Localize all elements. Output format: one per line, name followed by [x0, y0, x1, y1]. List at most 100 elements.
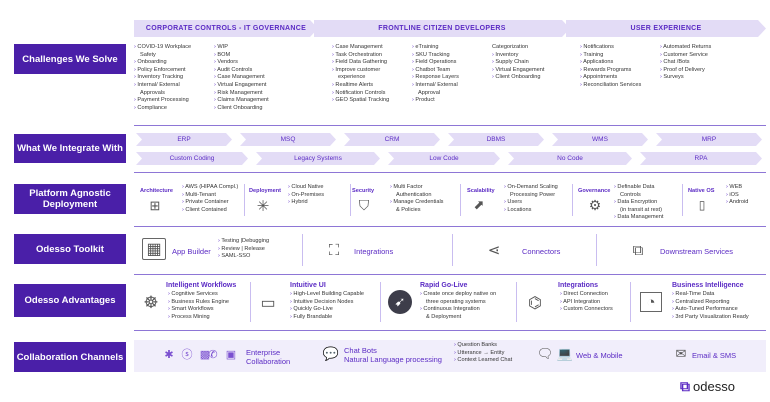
governance-title: Governance	[578, 188, 611, 194]
bi-list: Real-Time DataCentralized ReportingAuto-…	[672, 291, 749, 321]
app-builder-list: Testing |DebuggingReview | ReleaseSAML-S…	[218, 238, 269, 261]
challenges-col-5: CategorizationInventorySupply ChainVirtu…	[492, 44, 544, 82]
node-icon: ⌬	[528, 295, 542, 312]
integrate-msq: MSQ	[240, 133, 336, 146]
separator	[452, 234, 453, 266]
separator	[460, 184, 461, 216]
whatsapp-icon: ✆	[208, 348, 218, 361]
email-sms-label: Email & SMS	[692, 351, 737, 360]
row-label-collab: Collaboration Channels	[14, 342, 126, 372]
ui-list: High-Level Building CapableIntuitive Dec…	[290, 291, 364, 321]
row-label-advantages: Odesso Advantages	[14, 284, 126, 317]
integrate-crm: CRM	[344, 133, 440, 146]
web-mobile-label: Web & Mobile	[576, 351, 623, 360]
divider	[134, 125, 766, 126]
connectors-label: Connectors	[522, 247, 561, 256]
office-icon: ▣	[225, 348, 237, 361]
integrate-mrp: MRP	[656, 133, 762, 146]
downstream-label: Downstream Services	[660, 247, 733, 256]
workflows-title: Intelligent Workflows	[166, 282, 237, 289]
integrate-low-code: Low Code	[388, 152, 500, 165]
message-icon: 🗨	[536, 346, 554, 361]
nlp-list: Question BanksUtterance → EntityContext …	[454, 342, 512, 365]
header-corporate: CORPORATE CONTROLS - IT GOVERNANCE	[134, 20, 318, 37]
integrate-wms: WMS	[552, 133, 648, 146]
chatbots-label: Chat Bots	[344, 346, 377, 355]
expand-icon: ⬈	[473, 197, 485, 212]
ui-title: Intuitive UI	[290, 282, 326, 289]
row-label-platform: Platform Agnostic Deployment	[14, 184, 126, 214]
integrations-adv-title: Integrations	[558, 282, 599, 289]
slack-icon: ✱	[164, 348, 174, 361]
separator	[596, 234, 597, 266]
integrate-dbms: DBMS	[448, 133, 544, 146]
gear-icon: ⚙	[588, 196, 602, 213]
separator	[250, 282, 251, 322]
challenges-col-1: COVID-19 WorkplaceSafetyOnboardingPolicy…	[134, 44, 191, 112]
integrate-legacy: Legacy Systems	[256, 152, 380, 165]
network-icon: ✳	[256, 198, 270, 215]
mobile-icon: ▯	[698, 198, 706, 212]
separator	[302, 234, 303, 266]
row-label-toolkit: Odesso Toolkit	[14, 234, 126, 264]
teams-icon: ▩	[199, 348, 211, 361]
row-label-integrate: What We Integrate With	[14, 134, 126, 163]
laptop-icon: 💻	[556, 346, 574, 361]
logo-icon: ⧉	[680, 378, 690, 394]
brand-name: odesso	[693, 379, 735, 394]
security-list: Multi FactorAuthenticationManage Credent…	[390, 184, 443, 214]
separator	[380, 282, 381, 322]
separator	[572, 184, 573, 216]
rocket-icon: ➹	[388, 290, 412, 314]
architecture-icon: ⊞	[149, 198, 161, 213]
scalability-title: Scalability	[467, 188, 495, 194]
governance-list: Definable DataControlsData Encryption(in…	[614, 184, 663, 222]
golive-title: Rapid Go-Live	[420, 282, 468, 289]
email-icon: ✉	[675, 346, 687, 361]
integrate-no-code: No Code	[508, 152, 632, 165]
separator	[350, 184, 351, 216]
challenges-col-4: eTrainingSKU TrackingField OperationsCha…	[412, 44, 459, 105]
brain-icon: ☸	[143, 293, 159, 312]
challenges-col-3: Case ManagementTask OrchestrationField D…	[332, 44, 389, 105]
app-builder-icon: ▦	[142, 238, 166, 260]
divider	[134, 330, 766, 331]
bi-title: Business Intelligence	[672, 282, 744, 289]
challenges-col-6: NotificationsTrainingApplicationsRewards…	[580, 44, 641, 90]
deployment-title: Deployment	[249, 188, 282, 194]
deployment-list: Cloud NativeOn-PremisesHybrid	[288, 184, 324, 207]
app-builder-label: App Builder	[172, 247, 211, 256]
integrate-erp: ERP	[136, 133, 232, 146]
integrations-icon: ⛶	[328, 241, 340, 259]
separator	[682, 184, 683, 216]
divider	[134, 172, 766, 173]
integrate-custom-coding: Custom Coding	[136, 152, 248, 165]
workflows-list: Cognitive ServicesBusiness Rules EngineS…	[168, 291, 229, 321]
architecture-title: Architecture	[140, 188, 173, 194]
phone-icon: ▭	[260, 295, 276, 312]
challenges-col-2: WIPBOMVendorsAudit ControlsCase Manageme…	[214, 44, 269, 112]
skype-icon: ⓢ	[181, 349, 193, 361]
separator	[630, 282, 631, 322]
downstream-icon: ⧉	[632, 241, 644, 259]
native-os-title: Native OS	[688, 188, 715, 194]
separator	[244, 184, 245, 216]
connectors-icon: ⋖	[487, 242, 501, 259]
integrations-label: Integrations	[354, 247, 394, 256]
chart-icon: ◔	[640, 292, 662, 312]
chat-bubble-icon: 💬	[322, 346, 340, 361]
native-os-list: WEBiOSAndroid	[726, 184, 748, 207]
integrations-adv-list: Direct ConnectionAPI IntegrationCustom C…	[560, 291, 613, 314]
separator	[516, 282, 517, 322]
brand-logo: ⧉ odesso	[680, 378, 735, 395]
integrate-rpa: RPA	[640, 152, 762, 165]
challenges-col-7: Automated ReturnsCustomer ServiceChat /B…	[660, 44, 711, 82]
row-label-challenges: Challenges We Solve	[14, 44, 126, 74]
header-ux: USER EXPERIENCE	[566, 20, 766, 37]
enterprise-collab-label: Enterprise Collaboration	[246, 348, 291, 366]
header-frontline: FRONTLINE CITIZEN DEVELOPERS	[314, 20, 570, 37]
collab-band	[134, 340, 766, 372]
divider	[134, 274, 766, 275]
